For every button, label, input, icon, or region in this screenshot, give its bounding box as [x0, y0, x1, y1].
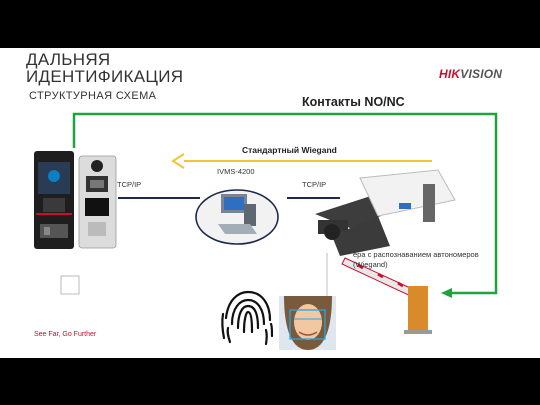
server-label: IVMS-4200 [217, 167, 255, 176]
camera-label: ера с распознаванием автономеров (Wiegan… [353, 250, 479, 269]
title-line-1: ДАЛЬНЯЯ [26, 50, 111, 69]
face-recognition-icon [279, 296, 336, 350]
barrier-icon [341, 257, 432, 334]
diagram-graphics [34, 112, 498, 350]
contacts-arrowhead [441, 288, 452, 298]
brand-logo: HIKVISION [439, 67, 503, 81]
computer-icon [195, 189, 279, 245]
card-reader-small [60, 275, 80, 295]
access-terminal-icon [34, 151, 74, 249]
contacts-label: Контакты NO/NC [302, 95, 405, 109]
slide: ДАЛЬНЯЯ ИДЕНТИФИКАЦИЯ СТРУКТУРНАЯ СХЕМА … [0, 48, 540, 358]
tcp-left-label: TCP/IP [117, 180, 142, 189]
fingerprint-icon [221, 290, 274, 346]
wiegand-arrowhead [171, 153, 185, 169]
contacts-line [72, 112, 498, 295]
wiegand-label: Стандартный Wiegand [242, 145, 337, 155]
slide-title: ДАЛЬНЯЯ ИДЕНТИФИКАЦИЯ [26, 51, 183, 85]
tcp-right-label: TCP/IP [302, 180, 327, 189]
camera-icon [315, 169, 456, 308]
intercom-icon [78, 155, 117, 249]
slide-subtitle: СТРУКТУРНАЯ СХЕМА [29, 90, 157, 102]
brand-tagline: See Far, Go Further [34, 331, 97, 338]
title-line-2: ИДЕНТИФИКАЦИЯ [26, 67, 184, 86]
